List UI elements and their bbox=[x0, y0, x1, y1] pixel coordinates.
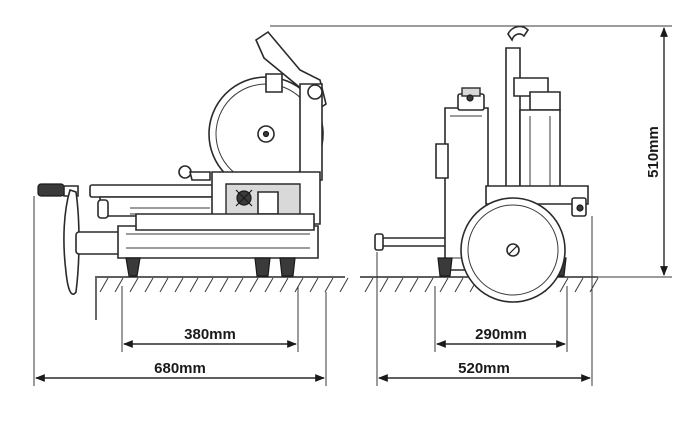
slicer-front-view bbox=[374, 25, 589, 303]
sharpener-tower bbox=[505, 47, 521, 191]
dimension-front-base: 290mm bbox=[434, 286, 568, 352]
slicer-side-view bbox=[37, 30, 327, 296]
carriage-tray bbox=[89, 184, 221, 198]
crank-handle-grip bbox=[37, 183, 65, 197]
dimension-front-total: 520mm bbox=[376, 216, 593, 386]
dimension-side-base: 380mm bbox=[121, 286, 299, 352]
foot bbox=[125, 257, 141, 277]
front-total-width-label: 520mm bbox=[458, 360, 510, 377]
front-base-width-label: 290mm bbox=[475, 326, 527, 343]
side-total-width-label: 680mm bbox=[154, 360, 206, 377]
floor-side-view bbox=[95, 276, 349, 320]
front-foot bbox=[437, 257, 453, 277]
dimension-side-total: 680mm bbox=[33, 196, 327, 386]
foot bbox=[279, 257, 296, 277]
total-height-label: 510mm bbox=[645, 126, 662, 178]
dimension-total-height: 510mm bbox=[270, 25, 672, 278]
foot bbox=[254, 257, 271, 277]
flywheel-edge bbox=[63, 188, 80, 296]
side-base-width-label: 380mm bbox=[184, 326, 236, 343]
